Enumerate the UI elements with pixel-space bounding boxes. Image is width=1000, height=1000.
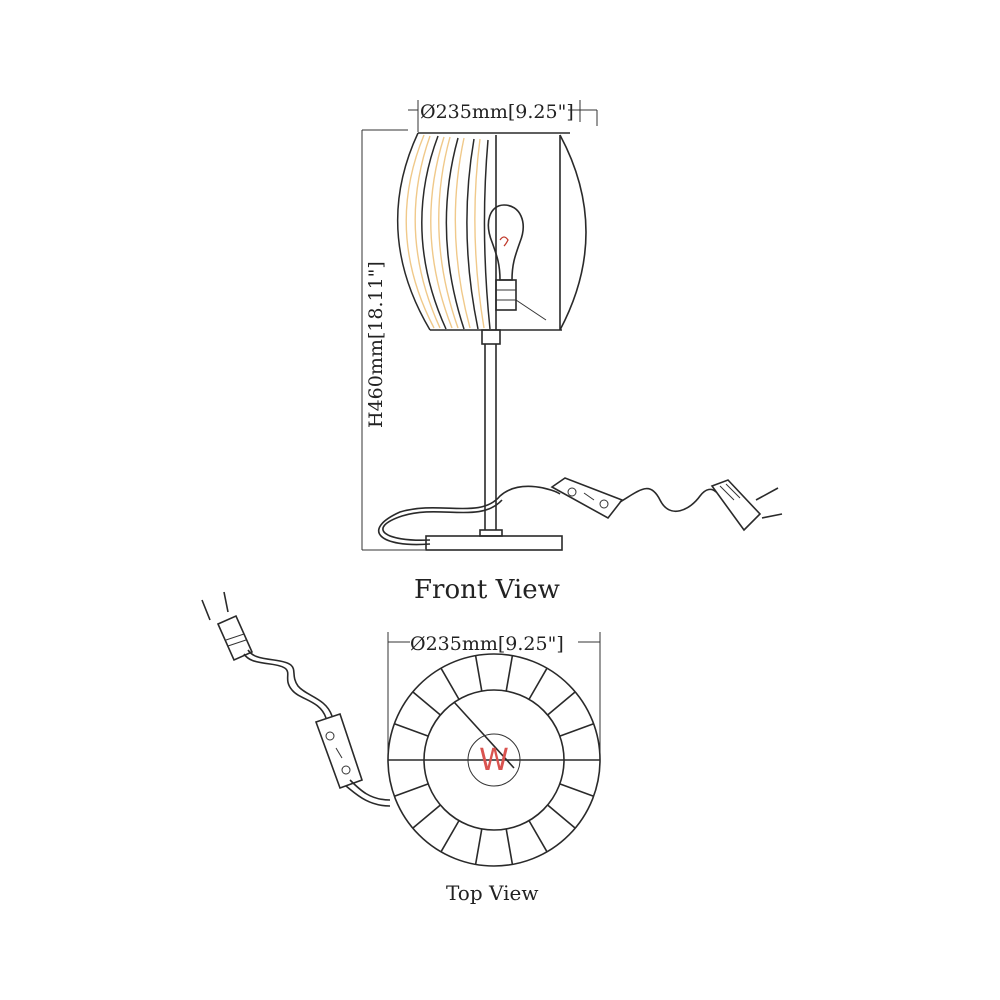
shade-ribs <box>396 132 497 331</box>
top-view-spoke <box>412 691 441 716</box>
lamp-base <box>425 535 563 551</box>
top-view-spoke <box>528 667 548 700</box>
top-view-spoke <box>528 820 548 853</box>
top-view-spoke <box>412 804 441 829</box>
top-view-spoke <box>547 691 576 716</box>
top-view-spoke <box>394 722 429 737</box>
top-switch-icon <box>314 712 364 790</box>
switch-icon <box>550 477 624 520</box>
bulb-icon <box>487 204 547 321</box>
top-view-spoke <box>440 667 460 700</box>
top-view-spoke <box>559 722 594 737</box>
top-view-spoke <box>505 655 514 692</box>
top-view-spoke <box>474 655 483 692</box>
top-plug-icon <box>201 591 254 662</box>
top-view-inner-frame <box>453 701 515 769</box>
top-view-spoke <box>474 828 483 865</box>
top-view-spoke <box>559 783 594 798</box>
front-width-dimension: Ø235mm[9.25"] <box>408 100 598 132</box>
front-view: Ø235mm[9.25"] H460mm[18.11"] <box>361 100 783 605</box>
front-view-label: Front View <box>414 575 560 605</box>
top-view-label: Top View <box>446 881 538 905</box>
top-width-label: Ø235mm[9.25"] <box>410 633 564 655</box>
top-view: Ø235mm[9.25"] W Top V <box>201 591 601 905</box>
top-view-spoke <box>394 783 429 798</box>
top-center-mark: W <box>479 743 509 778</box>
front-width-label: Ø235mm[9.25"] <box>420 101 574 123</box>
top-view-spoke <box>440 820 460 853</box>
top-view-spoke <box>547 804 576 829</box>
lamp-stem <box>479 329 503 537</box>
front-height-dimension: H460mm[18.11"] <box>361 129 425 551</box>
plug-icon <box>710 479 783 532</box>
top-width-dimension: Ø235mm[9.25"] <box>387 632 601 760</box>
front-height-label: H460mm[18.11"] <box>365 261 387 428</box>
top-view-ribs <box>388 655 600 865</box>
top-view-spoke <box>505 828 514 865</box>
